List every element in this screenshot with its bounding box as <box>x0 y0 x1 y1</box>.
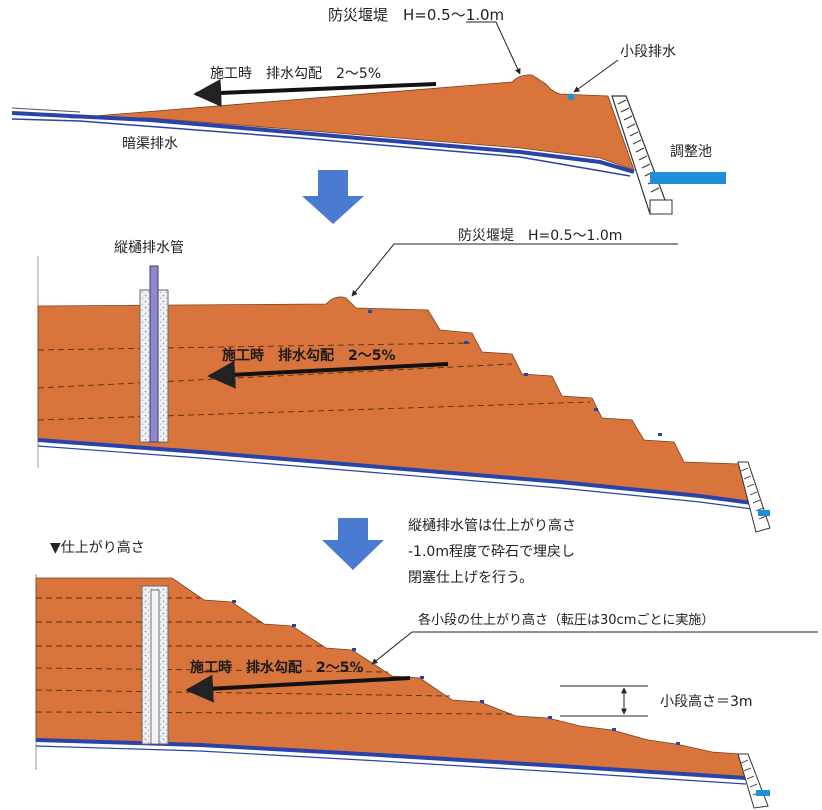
panel3-wall-hatch <box>740 759 761 796</box>
panel1-base-blue <box>11 111 635 174</box>
panel1-drain-arrow <box>193 78 437 107</box>
panel3-bench-drains <box>232 600 680 745</box>
panel1-underdrain-label: 暗渠排水 <box>122 136 178 152</box>
panel1-berm-drain-label: 小段排水 <box>620 44 676 60</box>
panel1-berm-drain-leader <box>573 59 619 93</box>
panel3-bench-finish-label: 各小段の仕上がり高さ（転圧は30cmごとに実施） <box>418 612 714 628</box>
panel2-drain-arrow <box>207 360 449 389</box>
panel2-base-blue <box>37 438 753 505</box>
panel3-drain-arrow <box>185 674 411 703</box>
panel3-bench-leader <box>371 631 818 665</box>
panel3-finish-height-label: ▼仕上がり高さ <box>50 539 145 556</box>
panel1-berm-label: 防災堰堤 H=0.5〜1.0m <box>328 6 504 24</box>
panel1-pond-water <box>650 172 726 184</box>
panel2-berm-label: 防災堰堤 H=0.5〜1.0m <box>458 228 622 244</box>
stage-arrow-2 <box>322 518 384 570</box>
panel3-note-line-2: -1.0m程度で砕石で埋戻し <box>408 544 575 560</box>
panel-2 <box>37 243 771 533</box>
panel1-berm-drain-dot <box>567 93 575 101</box>
panel2-wall-hatch <box>740 467 767 520</box>
panel1-wall-base <box>649 199 673 215</box>
panel-1 <box>11 21 726 215</box>
stage-arrow-1 <box>302 170 364 224</box>
panel2-water <box>758 510 770 516</box>
panel1-pond-label: 調整池 <box>670 144 712 160</box>
panel3-pipe <box>150 589 160 745</box>
panel2-pipe <box>149 265 159 443</box>
panel3-bench-height-label: 小段高さ＝3m <box>660 693 753 710</box>
panel3-note-line-1: 縦樋排水管は仕上がり高さ <box>408 517 576 534</box>
panel3-drain-slope-label: 施工時 排水勾配 2〜5% <box>190 659 364 676</box>
panel1-fill-body <box>69 74 635 171</box>
panel3-note-line-3: 閉塞仕上げを行う。 <box>408 569 533 586</box>
panel-3 <box>35 574 818 809</box>
panel1-drain-slope-label: 施工時 排水勾配 2〜5% <box>210 66 381 82</box>
panel2-vertical-pipe-label: 縦樋排水管 <box>114 240 184 256</box>
panel2-berm-leader <box>351 243 678 297</box>
panel2-dashed-layers <box>37 342 591 421</box>
panel2-base-line <box>37 445 753 510</box>
panel1-ground-line <box>11 107 81 113</box>
panel1-base-line <box>11 118 631 177</box>
panel3-base-line <box>35 745 747 785</box>
panel1-berm-leader <box>466 21 521 75</box>
panel3-water <box>756 790 770 796</box>
panel2-bench-drains <box>368 310 662 436</box>
panel2-drain-slope-label: 施工時 排水勾配 2〜5% <box>222 347 396 364</box>
